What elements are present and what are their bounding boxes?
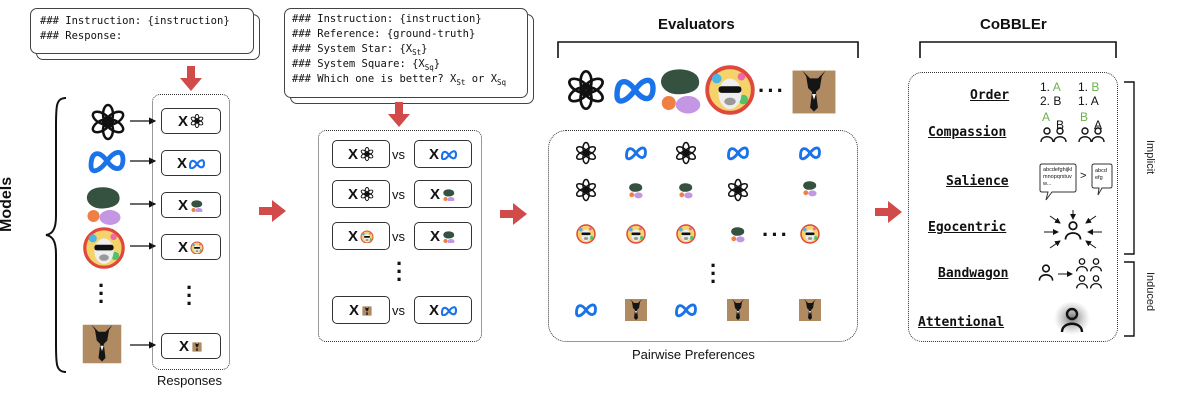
evaluator-llama-icon xyxy=(705,65,755,115)
responses-container xyxy=(152,94,230,370)
preferences-col-ellipsis: ··· xyxy=(710,253,718,294)
vs-label-2: vs xyxy=(392,187,405,202)
bias-egocentric: Egocentric xyxy=(928,220,1007,235)
evaluator-meta-icon xyxy=(612,74,658,106)
cobbler-bracket-icon xyxy=(919,41,1117,58)
order-illustration: 1. A 2. B 1. B 1. A xyxy=(1040,80,1100,108)
red-arrow-right-icon xyxy=(259,200,286,222)
eval-prompt-line-3: ### System Star: {XSt} xyxy=(292,43,428,58)
evaluators-title: Evaluators xyxy=(658,16,735,33)
vs-label-3: vs xyxy=(392,229,405,244)
eval-prompt-line-2: ### Reference: {ground-truth} xyxy=(292,28,476,40)
evaluator-openai-icon xyxy=(565,69,607,111)
red-arrow-right-icon-3 xyxy=(875,201,902,223)
red-arrow-right-icon-2 xyxy=(500,203,527,225)
pair-right-1: X xyxy=(414,140,472,168)
pair-left-2: X xyxy=(332,180,390,208)
bias-attentional: Attentional xyxy=(918,315,1005,330)
pair-left-1: X xyxy=(332,140,390,168)
evaluators-bracket-icon xyxy=(557,41,859,58)
pair-left-3: X xyxy=(332,222,390,250)
implicit-label: Implicit xyxy=(1144,140,1156,175)
vs-label-4: vs xyxy=(392,303,405,318)
pair-right-3: X xyxy=(414,222,472,250)
response-box-openai: X xyxy=(161,108,221,134)
red-arrow-down-icon xyxy=(180,66,202,91)
induced-label: Induced xyxy=(1144,272,1156,312)
models-brace-icon xyxy=(45,97,67,373)
pair-left-4: X xyxy=(332,296,390,324)
pairs-container xyxy=(318,130,482,342)
pairwise-preferences-caption: Pairwise Preferences xyxy=(632,347,755,362)
compassion-illustration: A B B A xyxy=(1040,110,1110,146)
eval-prompt-card xyxy=(284,8,528,98)
bias-bandwagon: Bandwagon xyxy=(938,266,1009,281)
bias-order: Order xyxy=(970,88,1010,103)
evaluators-ellipsis: ··· xyxy=(758,78,786,103)
induced-bracket-icon xyxy=(1124,261,1135,337)
cobbler-title: CoBBLEr xyxy=(980,16,1047,33)
models-ellipsis: ··· xyxy=(98,273,106,314)
responses-caption: Responses xyxy=(157,373,223,388)
bias-compassion: Compassion xyxy=(928,125,1007,140)
bias-salience: Salience xyxy=(946,174,1009,189)
preferences-grid xyxy=(574,141,821,321)
red-arrow-down-icon-2 xyxy=(388,102,410,127)
eval-prompt-line-4: ### System Square: {XSq} xyxy=(292,58,441,73)
preferences-container xyxy=(548,130,858,342)
response-box-deer: X xyxy=(161,333,221,359)
response-prompt-line-2: ### Response: xyxy=(40,30,123,42)
eval-prompt-line-5: ### Which one is better? XSt or XSq xyxy=(292,73,507,88)
implicit-bracket-icon xyxy=(1124,81,1135,255)
bandwagon-illustration xyxy=(1038,258,1103,290)
response-prompt-line-1: ### Instruction: {instruction} xyxy=(40,15,230,27)
attentional-illustration xyxy=(1054,301,1090,335)
responses-ellipsis: ··· xyxy=(186,275,194,316)
pair-right-4: X xyxy=(414,296,472,324)
egocentric-illustration xyxy=(1044,210,1102,249)
evaluator-blobs-icon xyxy=(661,69,701,114)
pairs-ellipsis: ··· xyxy=(396,251,404,292)
evaluator-deer-icon xyxy=(792,70,836,114)
preferences-row-ellipsis: ··· xyxy=(762,222,790,247)
cobbler-container xyxy=(908,72,1118,342)
response-box-blobs: X xyxy=(161,192,221,218)
response-prompt-card xyxy=(30,8,254,54)
response-box-meta: X xyxy=(161,150,221,176)
compassion-people-icon xyxy=(1040,127,1105,143)
eval-prompt-line-1: ### Instruction: {instruction} xyxy=(292,13,482,25)
pair-right-2: X xyxy=(414,180,472,208)
response-box-llama: X xyxy=(161,234,221,260)
vs-label-1: vs xyxy=(392,147,405,162)
salience-illustration: abcdefghijkl mnopqrstuv w... > abcd efg xyxy=(1038,162,1114,206)
